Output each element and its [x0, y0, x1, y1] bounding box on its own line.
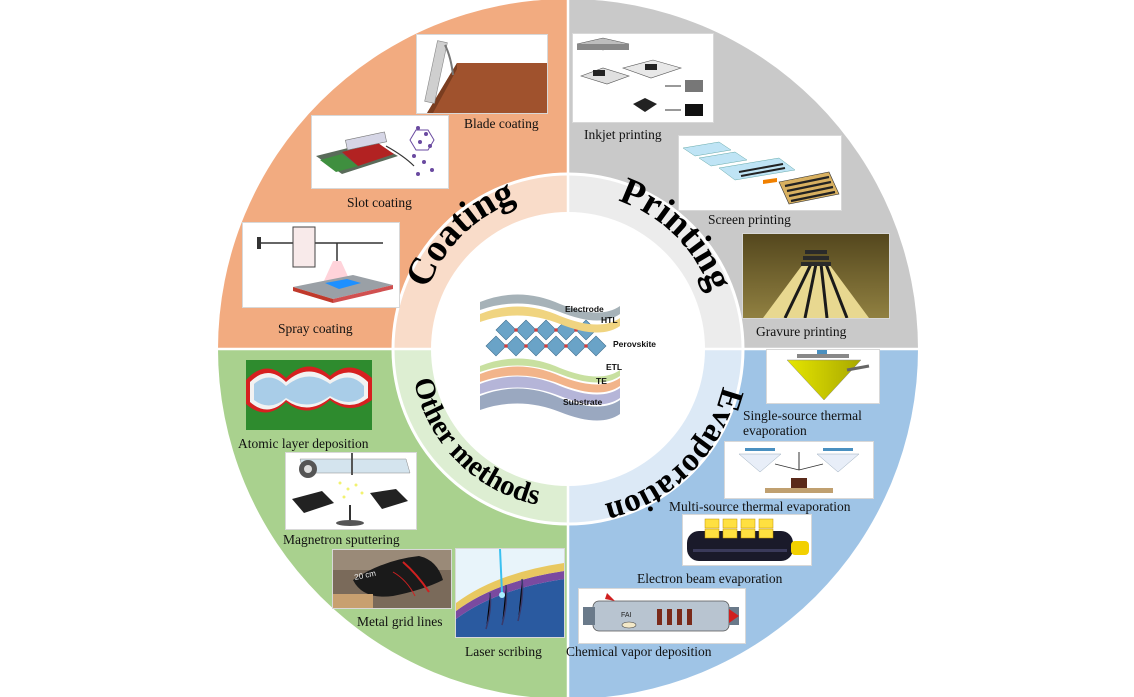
screen-printing-image	[678, 135, 842, 211]
electron-beam-evaporation-image	[682, 514, 812, 566]
layer-label-perovskite: Perovskite	[613, 339, 656, 349]
single-source-evaporation-label: Single-source thermal evaporation	[743, 408, 862, 438]
slot-coating-image	[311, 115, 449, 189]
svg-text:20 cm: 20 cm	[354, 569, 378, 582]
spray-coating-label: Spray coating	[278, 321, 353, 336]
magnetron-sputtering-label: Magnetron sputtering	[283, 532, 400, 547]
laser-scribing-image	[455, 548, 565, 638]
spray-coating-image	[242, 222, 400, 308]
center-circle	[431, 212, 705, 486]
metal-grid-lines-image: 20 cm	[332, 549, 452, 609]
multi-source-evaporation-label: Multi-source thermal evaporation	[669, 499, 851, 514]
screen-printing-label: Screen printing	[708, 212, 791, 227]
metal-grid-lines-label: Metal grid lines	[357, 614, 443, 629]
slot-coating-label: Slot coating	[347, 195, 412, 210]
single-source-evaporation-image	[766, 349, 880, 404]
svg-text:FAI: FAI	[621, 612, 632, 619]
blade-coating-image	[416, 34, 548, 114]
layer-label-substrate: Substrate	[563, 397, 602, 407]
magnetron-sputtering-image	[285, 452, 417, 530]
chemical-vapor-deposition-label: Chemical vapor deposition	[566, 644, 712, 659]
perovskite-device-stack-image	[480, 294, 620, 421]
inkjet-printing-label: Inkjet printing	[584, 127, 662, 142]
atomic-layer-deposition-image	[246, 360, 372, 430]
electron-beam-evaporation-label: Electron beam evaporation	[637, 571, 783, 586]
gravure-printing-label: Gravure printing	[756, 324, 847, 339]
inkjet-printing-image	[572, 33, 714, 123]
atomic-layer-deposition-label: Atomic layer deposition	[238, 436, 369, 451]
laser-scribing-label: Laser scribing	[465, 644, 542, 659]
multi-source-evaporation-image	[724, 441, 874, 499]
chemical-vapor-deposition-image: FAI	[578, 588, 746, 644]
layer-label-htl: HTL	[601, 315, 618, 325]
layer-label-te: TE	[596, 376, 607, 386]
layer-label-etl: ETL	[606, 362, 622, 372]
layer-label-electrode: Electrode	[565, 304, 604, 314]
blade-coating-label: Blade coating	[464, 116, 539, 131]
gravure-printing-image	[742, 233, 890, 319]
